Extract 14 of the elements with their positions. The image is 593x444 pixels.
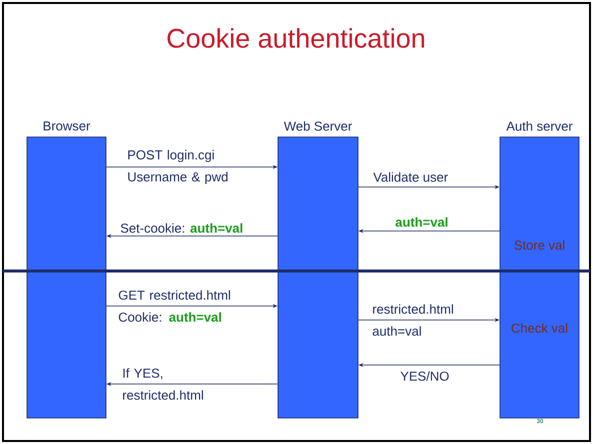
edge-label: auth=val (396, 217, 448, 227)
edge-label: YES/NO (400, 371, 449, 381)
edge-label: If YES, restricted.html (123, 368, 203, 400)
edge-label: restricted.html auth=val (372, 304, 453, 336)
lifeline-heading: Web Server (284, 121, 352, 131)
lifeline-heading: Browser (44, 121, 90, 131)
edge-label: POST login.cgi Username & pwd (128, 150, 228, 184)
step-note: Store val (514, 240, 564, 250)
edge-label: Set-cookie: auth=val (120, 223, 242, 233)
edge-label: GET restricted.html Cookie: auth=val (118, 290, 230, 322)
title: Cookie authentication (168, 28, 424, 48)
step-note: Check val (512, 323, 568, 333)
lifeline-heading: Auth server (506, 121, 572, 131)
edge-label: Validate user (373, 172, 448, 182)
